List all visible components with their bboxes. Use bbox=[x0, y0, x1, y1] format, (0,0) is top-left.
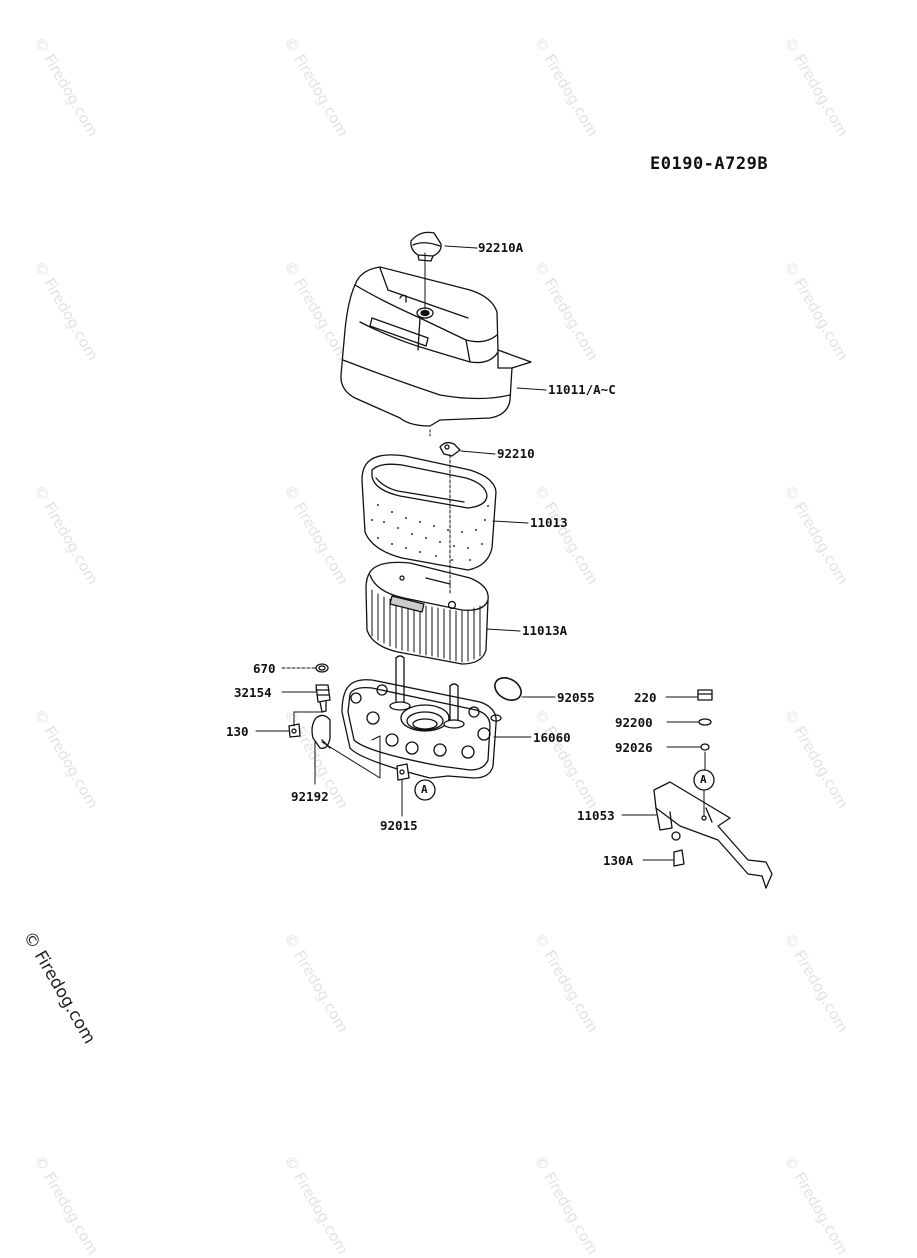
part-label-670[interactable]: 670 bbox=[253, 661, 276, 676]
part-label-92015[interactable]: 92015 bbox=[380, 818, 418, 833]
knob-92210A-icon bbox=[410, 231, 442, 262]
part-label-92200[interactable]: 92200 bbox=[615, 715, 653, 730]
pre-cleaner-foam-icon bbox=[361, 454, 497, 571]
air-cleaner-cover-icon bbox=[340, 266, 532, 427]
o-ring-icon bbox=[494, 677, 522, 701]
part-label-92210[interactable]: 92210 bbox=[497, 446, 535, 461]
clip-92210-icon bbox=[439, 441, 461, 457]
leader-lines bbox=[255, 245, 706, 861]
ref-marker-label: A bbox=[700, 773, 707, 786]
ref-marker-circle bbox=[414, 779, 436, 801]
diagram-code: E0190-A729B bbox=[650, 154, 769, 174]
part-label-220[interactable]: 220 bbox=[634, 690, 657, 705]
ref-marker-label: A bbox=[421, 783, 428, 796]
part-label-11013[interactable]: 11013 bbox=[530, 515, 568, 530]
part-label-11053[interactable]: 11053 bbox=[577, 808, 615, 823]
small-parts-left-icon bbox=[288, 663, 410, 781]
part-label-92055[interactable]: 92055 bbox=[557, 690, 595, 705]
small-parts-right-icon bbox=[697, 689, 713, 751]
part-label-11013A[interactable]: 11013A bbox=[522, 623, 568, 638]
bracket-icon bbox=[653, 781, 773, 889]
part-label-92026[interactable]: 92026 bbox=[615, 740, 653, 755]
parts-diagram-page: © Firedog.com © Firedog.com © Firedog.co… bbox=[19, 34, 852, 1258]
part-label-32154[interactable]: 32154 bbox=[234, 685, 272, 700]
part-label-92192[interactable]: 92192 bbox=[291, 789, 329, 804]
part-label-130A[interactable]: 130A bbox=[603, 853, 634, 868]
paper-element-icon bbox=[365, 561, 489, 665]
exploded-view-drawing bbox=[255, 231, 773, 889]
part-label-16060[interactable]: 16060 bbox=[533, 730, 571, 745]
part-label-92210A[interactable]: 92210A bbox=[478, 240, 524, 255]
part-label-130[interactable]: 130 bbox=[226, 724, 249, 739]
part-label-11011[interactable]: 11011/A~C bbox=[548, 382, 616, 397]
base-plate-icon bbox=[341, 655, 502, 779]
